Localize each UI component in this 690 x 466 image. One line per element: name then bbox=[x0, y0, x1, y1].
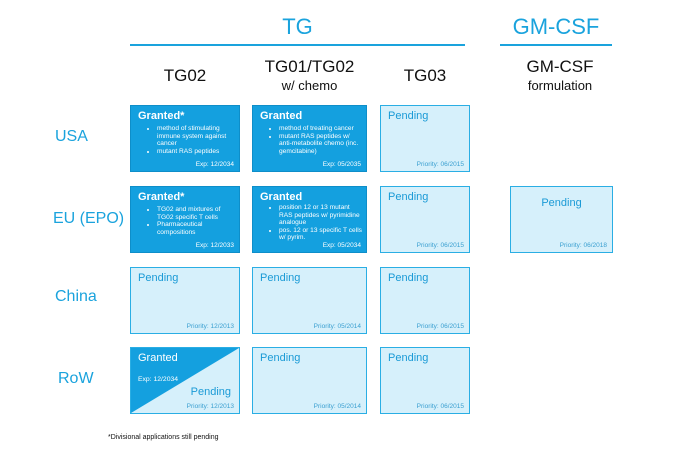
cell-eu-gmcsf-date: Priority: 06/2018 bbox=[559, 242, 607, 249]
cell-china-tg01-tg02-date: Priority: 05/2014 bbox=[313, 323, 361, 330]
cell-row-tg02: Granted Exp: 12/2034 Pending Priority: 1… bbox=[130, 347, 240, 414]
granted-triangle bbox=[131, 348, 239, 413]
cell-china-tg02-status: Pending bbox=[138, 272, 179, 284]
list-item: TG02 and mixtures of TG02 specific T cel… bbox=[157, 206, 235, 221]
cell-china-tg01-tg02-status: Pending bbox=[260, 272, 301, 284]
column-header-tg02: TG02 bbox=[163, 66, 207, 85]
cell-eu-tg02-status: Granted* bbox=[138, 191, 185, 203]
cell-usa-tg01-tg02-status: Granted bbox=[260, 110, 303, 122]
cell-row-tg02-pending-status: Pending bbox=[190, 386, 231, 398]
cell-china-tg03-date: Priority: 06/2015 bbox=[416, 323, 464, 330]
cell-eu-gmcsf: Pending Priority: 06/2018 bbox=[510, 186, 613, 253]
row-label-row: RoW bbox=[58, 370, 94, 387]
cell-eu-tg01-tg02: Granted position 12 or 13 mutant RAS pep… bbox=[252, 186, 367, 253]
cell-usa-tg03: Pending Priority: 06/2015 bbox=[380, 105, 470, 172]
list-item: method of treating cancer bbox=[279, 125, 362, 133]
column-header-tg03: TG03 bbox=[403, 66, 447, 85]
column-header-gmcsf-subtitle: formulation bbox=[527, 78, 593, 93]
cell-china-tg03: Pending Priority: 06/2015 bbox=[380, 267, 470, 334]
cell-china-tg02-date: Priority: 12/2013 bbox=[186, 323, 234, 330]
cell-row-tg02-pending-date: Priority: 12/2013 bbox=[186, 403, 234, 410]
cell-eu-tg02: Granted* TG02 and mixtures of TG02 speci… bbox=[130, 186, 240, 253]
list-item: pos. 12 or 13 specific T cells w/ pyrim. bbox=[279, 227, 362, 242]
group-title-tg: TG bbox=[282, 14, 313, 39]
cell-eu-tg03-status: Pending bbox=[388, 191, 429, 203]
cell-row-tg03: Pending Priority: 06/2015 bbox=[380, 347, 470, 414]
column-header-tg01-tg02-title: TG01/TG02 bbox=[264, 57, 355, 76]
column-header-gmcsf: GM-CSF formulation bbox=[505, 57, 615, 95]
cell-row-tg03-status: Pending bbox=[388, 352, 429, 364]
cell-eu-tg02-date: Exp: 12/2033 bbox=[195, 242, 234, 249]
cell-usa-tg02-list: method of stimulating immune system agai… bbox=[145, 125, 235, 155]
cell-row-tg01-tg02: Pending Priority: 05/2014 bbox=[252, 347, 367, 414]
row-label-eu: EU (EPO) bbox=[53, 210, 125, 227]
cell-eu-tg03-date: Priority: 06/2015 bbox=[416, 242, 464, 249]
cell-china-tg02: Pending Priority: 12/2013 bbox=[130, 267, 240, 334]
group-rule-gmcsf bbox=[500, 44, 612, 46]
cell-row-tg01-tg02-date: Priority: 05/2014 bbox=[313, 403, 361, 410]
cell-row-tg01-tg02-status: Pending bbox=[260, 352, 301, 364]
column-header-tg01-tg02: TG01/TG02 w/ chemo bbox=[252, 57, 367, 95]
cell-eu-gmcsf-status: Pending bbox=[541, 197, 582, 209]
list-item: method of stimulating immune system agai… bbox=[157, 125, 235, 148]
cell-usa-tg02: Granted* method of stimulating immune sy… bbox=[130, 105, 240, 172]
footnote: *Divisional applications still pending bbox=[108, 434, 219, 441]
cell-eu-tg02-list: TG02 and mixtures of TG02 specific T cel… bbox=[145, 206, 235, 236]
list-item: Pharmaceutical compositions bbox=[157, 221, 235, 236]
cell-row-tg03-date: Priority: 06/2015 bbox=[416, 403, 464, 410]
column-header-tg01-tg02-subtitle: w/ chemo bbox=[281, 78, 338, 93]
list-item: mutant RAS peptides w/ anti-metabolite c… bbox=[279, 133, 362, 156]
cell-eu-tg01-tg02-date: Exp: 05/2034 bbox=[322, 242, 361, 249]
cell-eu-tg01-tg02-status: Granted bbox=[260, 191, 303, 203]
split-diagonal bbox=[131, 348, 239, 413]
cell-usa-tg02-date: Exp: 12/2034 bbox=[195, 161, 234, 168]
list-item: position 12 or 13 mutant RAS peptides w/… bbox=[279, 204, 362, 227]
cell-usa-tg03-status: Pending bbox=[388, 110, 429, 122]
cell-china-tg03-status: Pending bbox=[388, 272, 429, 284]
cell-row-tg02-granted-date: Exp: 12/2034 bbox=[138, 376, 179, 383]
group-rule-tg bbox=[130, 44, 465, 46]
row-label-china: China bbox=[55, 288, 97, 305]
cell-usa-tg03-date: Priority: 06/2015 bbox=[416, 161, 464, 168]
cell-usa-tg01-tg02: Granted method of treating cancer mutant… bbox=[252, 105, 367, 172]
row-label-usa: USA bbox=[55, 128, 88, 145]
column-header-gmcsf-title: GM-CSF bbox=[526, 57, 594, 76]
cell-china-tg01-tg02: Pending Priority: 05/2014 bbox=[252, 267, 367, 334]
group-title-gmcsf: GM-CSF bbox=[512, 14, 600, 39]
cell-eu-tg03: Pending Priority: 06/2015 bbox=[380, 186, 470, 253]
cell-row-tg02-granted-status: Granted bbox=[138, 352, 178, 364]
list-item: mutant RAS peptides bbox=[157, 148, 235, 156]
cell-eu-tg01-tg02-list: position 12 or 13 mutant RAS peptides w/… bbox=[267, 204, 362, 242]
cell-usa-tg02-status: Granted* bbox=[138, 110, 185, 122]
cell-usa-tg01-tg02-list: method of treating cancer mutant RAS pep… bbox=[267, 125, 362, 155]
cell-usa-tg01-tg02-date: Exp: 05/2035 bbox=[322, 161, 361, 168]
